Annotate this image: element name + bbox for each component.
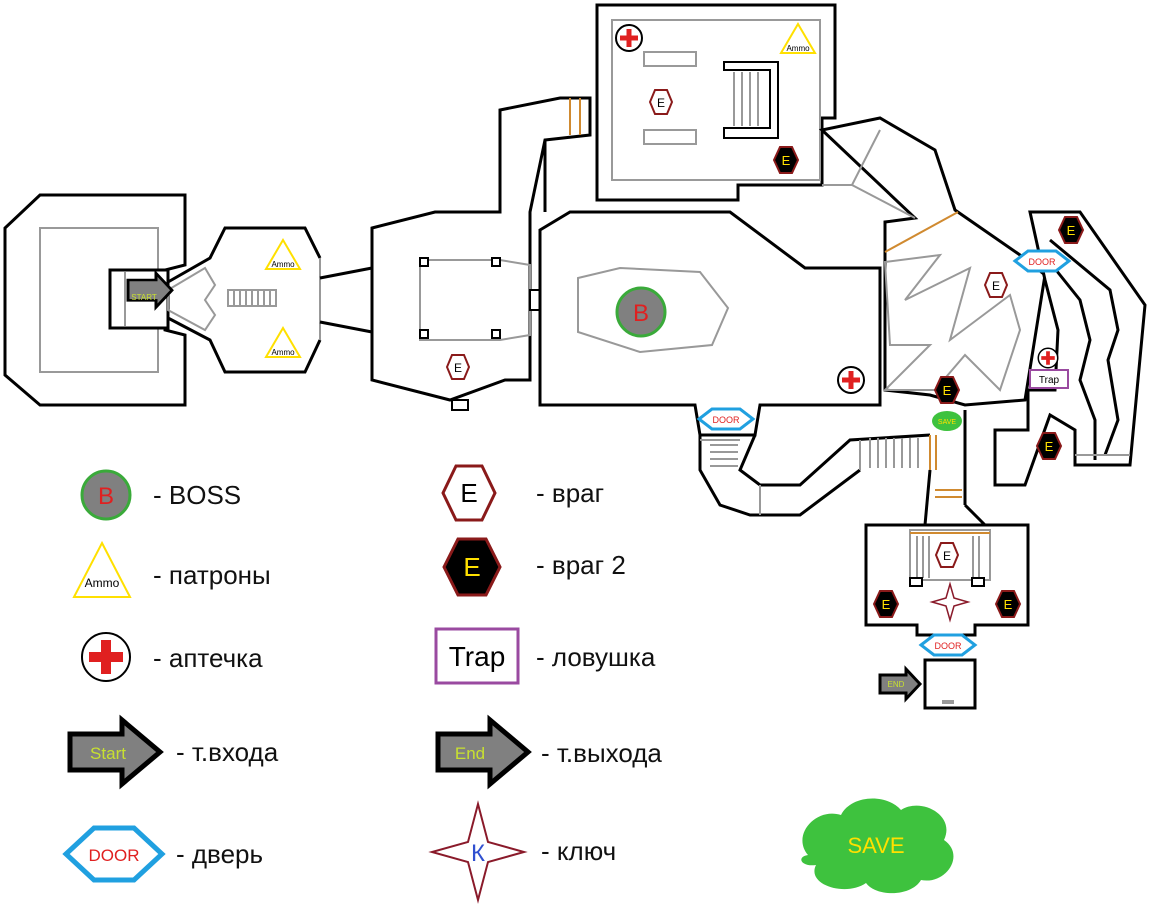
enemy-marker: E [649,89,673,115]
svg-text:SAVE: SAVE [847,833,904,858]
svg-text:DOOR: DOOR [89,846,140,865]
svg-text:Start: Start [90,744,126,763]
enemy2-label: E [943,383,952,398]
legend-start-label: - т.входа [176,737,279,767]
final-room [864,523,1030,710]
enemy2-label: E [1045,439,1054,454]
medkit-pickup [837,366,865,394]
legend-medkit-label: - аптечка [153,643,263,673]
legend-enemy-icon: E [441,464,497,522]
medkit-pickup [615,24,643,52]
legend-ammo-label: - патроны [153,560,271,590]
legend-ammo-icon: Ammo [72,540,132,598]
enemy-marker: E [446,354,470,380]
ammo-pickup: Ammo [265,327,301,358]
enemy-label: E [657,96,665,110]
legend-door-icon: DOOR [62,825,166,883]
legend-start-icon: Start [67,714,164,790]
trap-label: Trap [1039,375,1060,386]
enemy-label: E [943,549,951,563]
svg-text:Ammo: Ammo [85,576,120,590]
door-marker: DOOR [919,633,977,657]
legend-trap-icon: Trap [434,627,520,685]
svg-text:К: К [471,840,485,867]
corridor-start [167,226,322,374]
ammo-label: Ammo [271,260,295,269]
svg-text:End: End [455,744,485,763]
enemy-marker: E [984,272,1008,298]
door-marker: DOOR [1013,249,1071,273]
ammo-pickup: Ammo [265,239,301,270]
enemy-marker: E [935,542,959,568]
ammo-pickup: Ammo [780,23,816,54]
top-room [595,3,837,202]
enemy2-label: E [882,597,891,612]
start-marker: START [126,269,174,311]
legend-end-label: - т.выхода [541,738,662,768]
room-2 [370,96,592,411]
enemy2-marker: E [773,146,799,174]
start-marker-label: START [131,293,157,302]
legend-save-icon: SAVE [801,798,954,894]
save-point: SAVE [932,411,962,431]
enemy2-marker: E [1036,432,1062,460]
south-corridor [923,410,987,527]
boss-marker: B [615,286,667,338]
ammo-label: Ammo [786,44,810,53]
legend-medkit-icon [81,632,131,682]
trap-marker: Trap [1029,369,1069,389]
legend-boss-icon: B [80,469,132,521]
save-label: SAVE [938,419,956,426]
boss-hall [538,210,882,437]
door-marker: DOOR [697,407,755,431]
legend-key-icon: К [428,800,528,904]
end-marker-label: END [888,680,905,689]
zigzag-room [818,116,1047,407]
enemy2-marker: E [1058,216,1084,244]
enemy2-label: E [1004,597,1013,612]
legend-end-icon: End [435,714,532,790]
legend-door-label: - дверь [176,839,264,869]
legend-trap-label: - ловушка [536,642,656,672]
medkit-pickup [1037,347,1059,369]
ammo-label: Ammo [271,348,295,357]
enemy2-marker: E [873,590,899,618]
door-label: DOOR [713,415,741,425]
enemy2-marker: E [934,376,960,404]
enemy-label: E [992,279,1000,293]
svg-text:B: B [98,483,114,510]
legend-enemy2-label: - враг 2 [536,550,626,580]
key-pickup [929,581,971,623]
legend-key-label: - ключ [541,836,617,866]
door-label: DOOR [1029,257,1057,267]
boss-label: B [633,300,649,327]
legend-boss-label: - BOSS [153,480,242,510]
passage-top [569,98,581,135]
enemy2-label: E [782,153,791,168]
door-label: DOOR [935,641,963,651]
svg-text:Trap: Trap [449,641,506,672]
svg-text:E: E [463,552,480,582]
enemy2-marker: E [995,590,1021,618]
enemy-label: E [454,361,462,375]
corridor-mid [319,266,373,334]
lower-corridor [698,433,937,517]
end-marker: END [878,665,923,703]
legend-enemy-label: - враг [536,478,605,508]
enemy2-label: E [1067,223,1076,238]
legend-enemy2-icon: E [442,537,502,597]
svg-text:E: E [460,478,477,508]
